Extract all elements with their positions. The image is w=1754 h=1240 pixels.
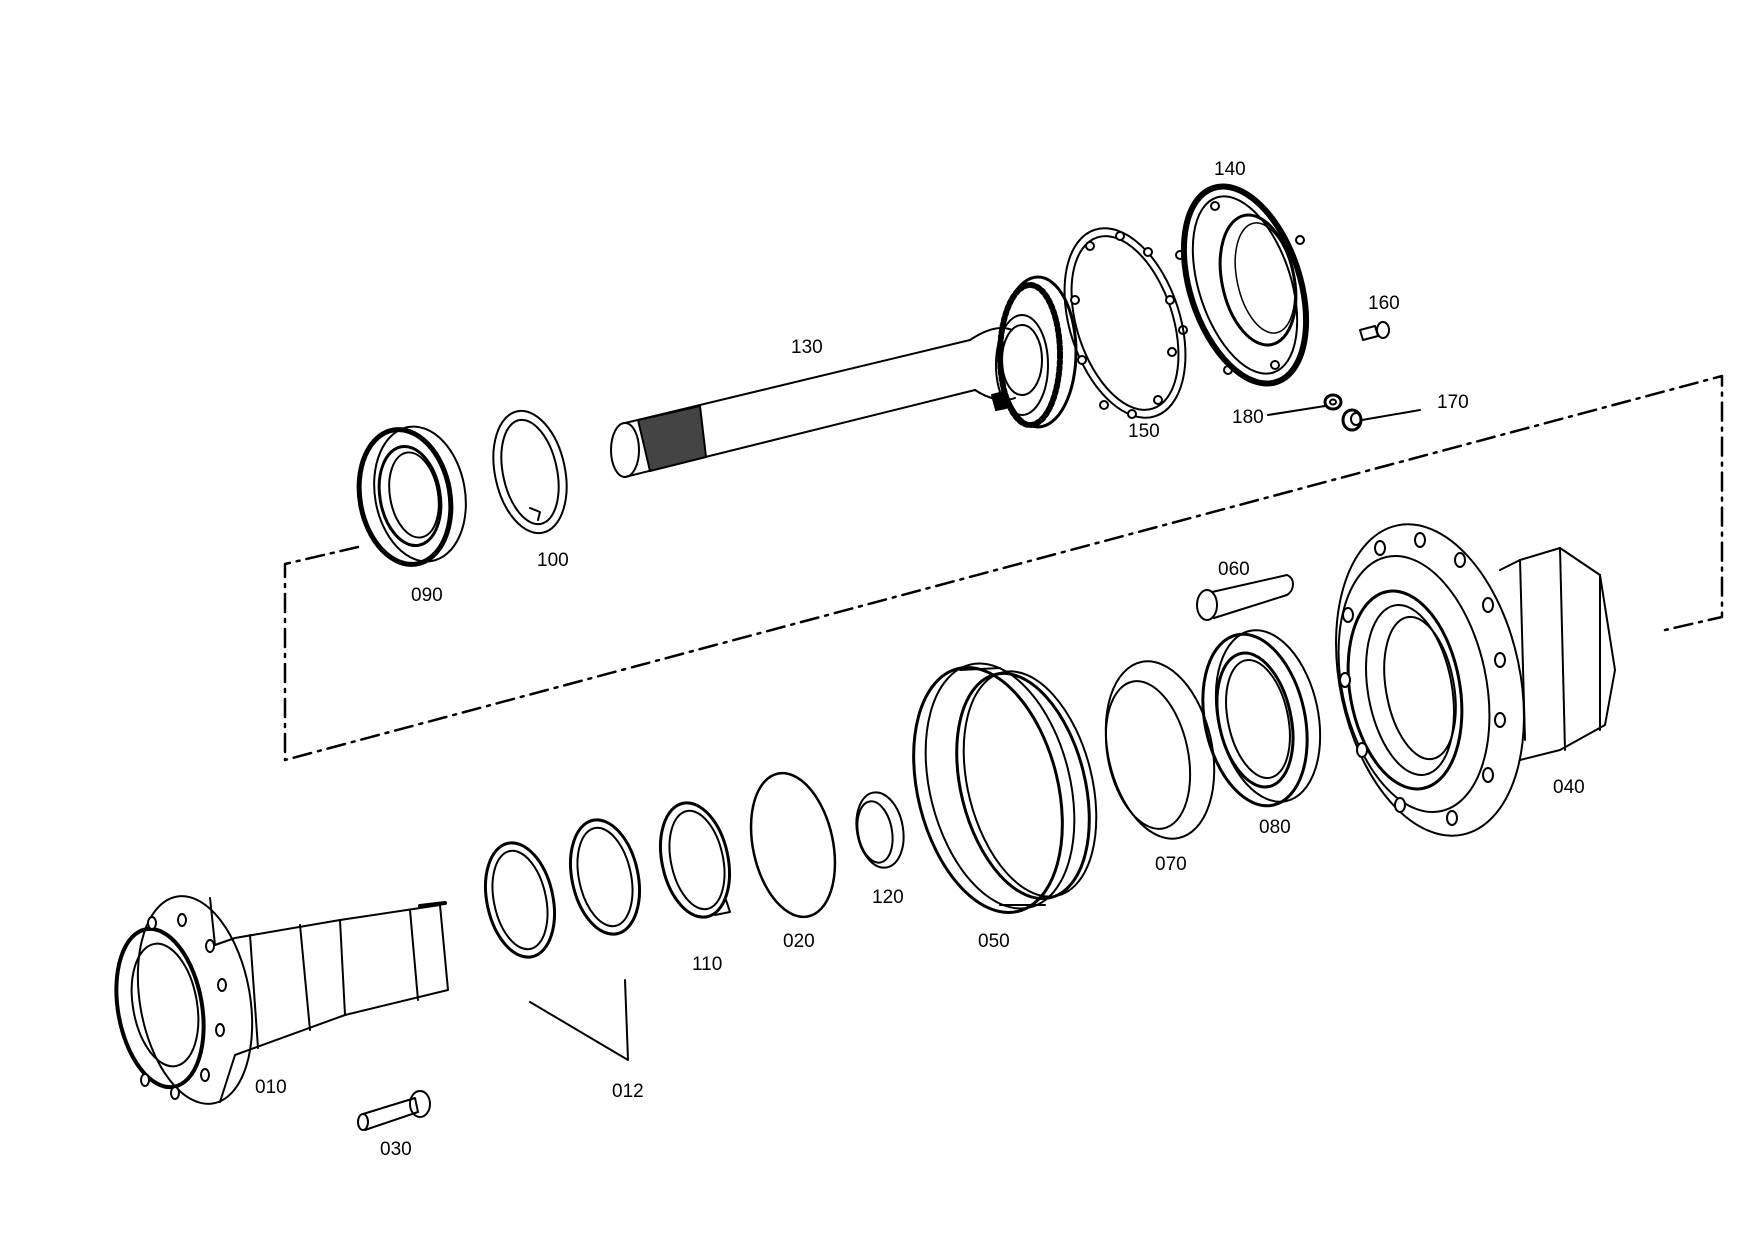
label-010: 010 <box>255 1077 287 1098</box>
part-110-snap-ring <box>651 796 740 923</box>
part-030-bolt <box>358 1091 430 1130</box>
label-110: 110 <box>692 954 723 975</box>
label-140: 140 <box>1214 159 1246 180</box>
leader-lines <box>530 406 1420 1060</box>
label-030: 030 <box>380 1139 412 1160</box>
label-040: 040 <box>1553 777 1585 798</box>
label-150: 150 <box>1128 421 1160 442</box>
label-180: 180 <box>1232 407 1264 428</box>
label-020: 020 <box>783 931 815 952</box>
part-040-hub <box>1309 507 1615 854</box>
label-050: 050 <box>978 931 1010 952</box>
part-050-drum <box>890 648 1118 928</box>
label-120: 120 <box>872 887 904 908</box>
part-140-cover <box>1161 171 1329 399</box>
label-170: 170 <box>1437 392 1469 413</box>
part-160-bolt <box>1360 322 1389 340</box>
part-100-washer <box>483 404 577 540</box>
label-012: 012 <box>612 1081 644 1102</box>
part-020-oring <box>739 765 848 924</box>
label-080: 080 <box>1259 817 1291 838</box>
part-090-seal <box>349 419 476 572</box>
label-070: 070 <box>1155 854 1187 875</box>
part-012-shims <box>476 813 650 963</box>
part-150-gasket <box>1042 213 1207 433</box>
part-120-ring <box>851 789 909 872</box>
part-080-bearing <box>1188 621 1335 816</box>
label-060: 060 <box>1218 559 1250 580</box>
part-010-spindle <box>105 887 448 1113</box>
part-070-race <box>1090 651 1229 849</box>
part-130-shaft <box>611 277 1076 477</box>
part-180-ring <box>1325 395 1341 409</box>
label-130: 130 <box>791 337 823 358</box>
label-090: 090 <box>411 585 443 606</box>
assembly-bracket-line <box>285 376 1722 760</box>
label-100: 100 <box>537 550 569 571</box>
part-060-bolt <box>1197 575 1293 620</box>
part-170-plug <box>1343 410 1361 430</box>
label-160: 160 <box>1368 293 1400 314</box>
